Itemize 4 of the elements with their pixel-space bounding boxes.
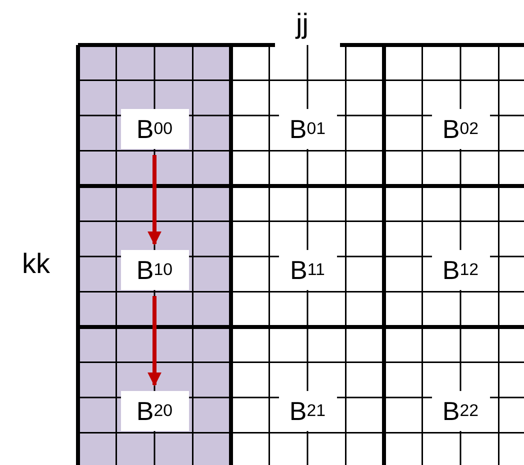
axis-label: jj [296,8,308,40]
arrow [148,155,162,246]
axis-label: kk [22,248,50,280]
arrow [148,296,162,386]
